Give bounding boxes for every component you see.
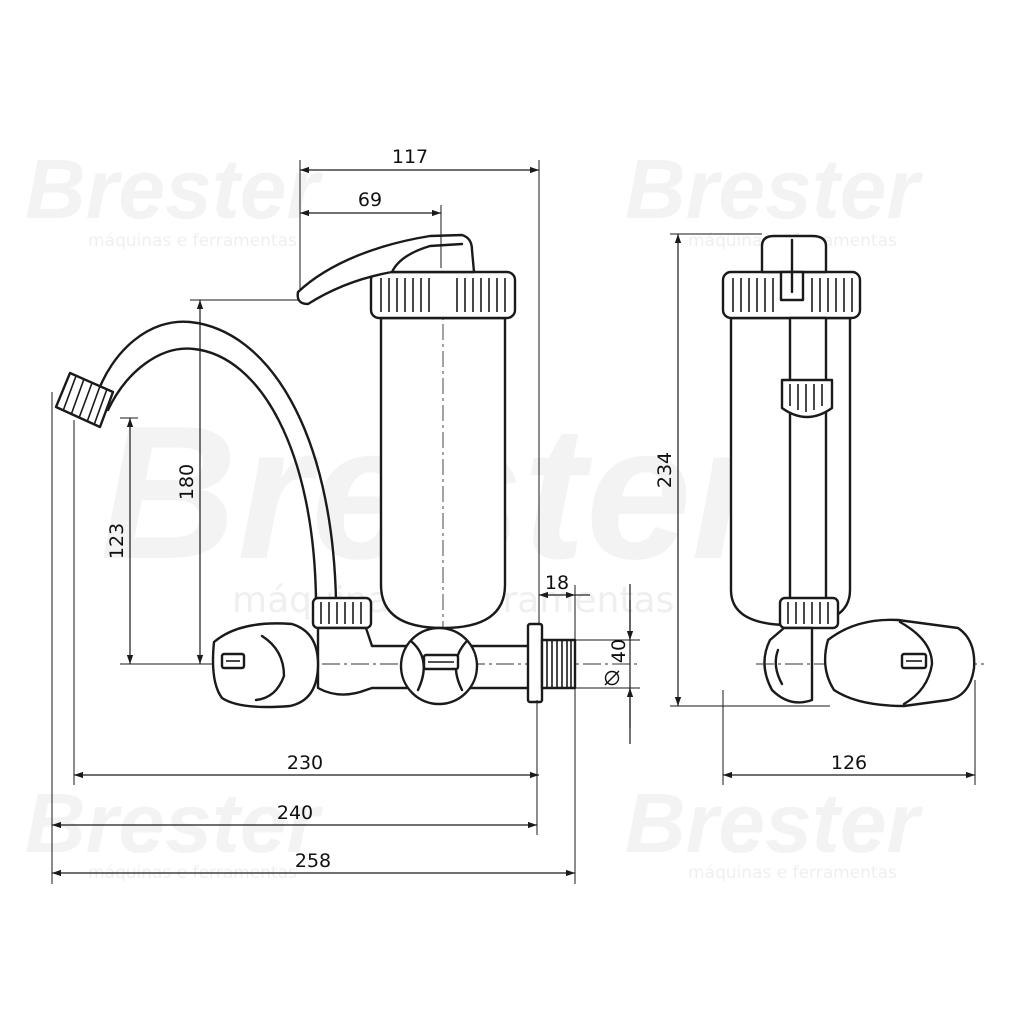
dimension-69: 69 bbox=[358, 189, 382, 211]
dimension-diameter-40: 40 bbox=[608, 639, 630, 663]
left-handle bbox=[211, 622, 320, 709]
dimension-234: 234 bbox=[654, 452, 676, 488]
spout-nut-side bbox=[778, 596, 840, 630]
dimension-123: 123 bbox=[106, 523, 128, 559]
dimension-240: 240 bbox=[277, 802, 313, 824]
wall-connector bbox=[526, 622, 577, 704]
filter-canister bbox=[296, 233, 517, 636]
dimension-258: 258 bbox=[295, 850, 331, 872]
watermark-brand: Brester bbox=[625, 776, 923, 870]
cap-ribs bbox=[380, 278, 506, 312]
valve-body-side bbox=[756, 618, 985, 708]
diameter-icon bbox=[604, 670, 620, 686]
dimension-18: 18 bbox=[545, 572, 569, 594]
spout-nut bbox=[311, 596, 373, 630]
watermark-tagline: máquinas e ferramentas bbox=[88, 231, 297, 251]
side-view bbox=[721, 234, 985, 708]
dimension-230: 230 bbox=[287, 752, 323, 774]
front-view bbox=[54, 233, 640, 709]
aerator-tip bbox=[54, 371, 115, 429]
spout bbox=[54, 320, 338, 602]
watermark-brand: Brester bbox=[25, 142, 323, 236]
spout-side bbox=[780, 316, 834, 602]
center-handle bbox=[399, 626, 479, 706]
watermark-brand: Brester bbox=[625, 142, 923, 236]
valve-body bbox=[206, 622, 640, 709]
dimension-lines: 117 69 180 123 18 40 234 230 240 25 bbox=[51, 146, 976, 884]
dimension-180: 180 bbox=[176, 464, 198, 500]
dimension-126: 126 bbox=[831, 752, 867, 774]
watermark-tagline: máquinas e ferramentas bbox=[688, 863, 897, 883]
dimension-117: 117 bbox=[392, 146, 428, 168]
lever-handle bbox=[296, 233, 476, 306]
